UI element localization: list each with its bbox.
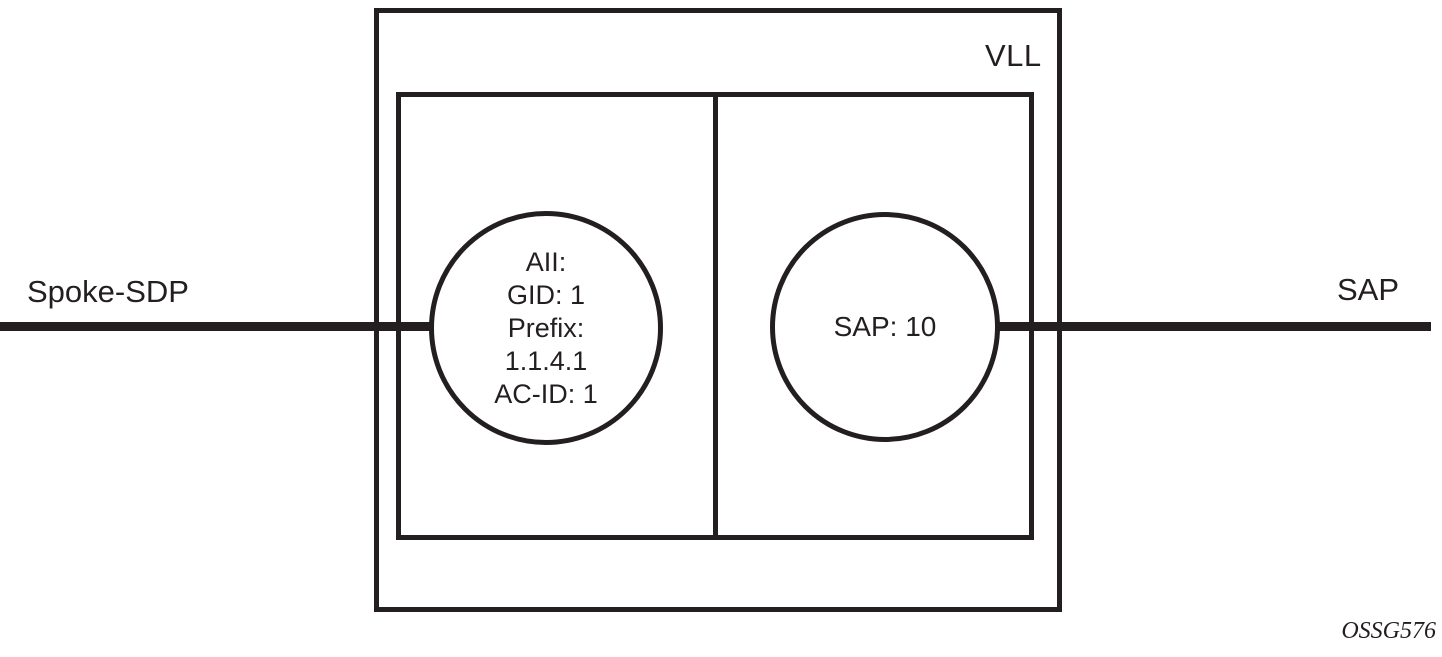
vll-label: VLL (985, 38, 1042, 73)
sap-label: SAP (1337, 272, 1400, 307)
gid-line: GID: 1 (506, 279, 586, 310)
prefix-value-line: 1.1.4.1 (504, 345, 588, 376)
figure-id: OSSG576 (1341, 618, 1436, 644)
sap-connection-line (998, 322, 1431, 331)
aii-line: AII: (525, 246, 567, 277)
spoke-sdp-endpoint-node: AII: GID: 1 Prefix: 1.1.4.1 AC-ID: 1 (429, 211, 663, 445)
sap-node-label: SAP: 10 (833, 311, 937, 342)
spoke-sdp-label: Spoke-SDP (27, 274, 189, 309)
vll-service-box (374, 8, 1062, 612)
spoke-sdp-connection-line (0, 322, 434, 331)
endpoint-divider (713, 92, 718, 540)
sap-endpoint-node: SAP: 10 (770, 212, 1000, 442)
ac-id-line: AC-ID: 1 (494, 378, 598, 409)
prefix-label-line: Prefix: (507, 312, 585, 343)
